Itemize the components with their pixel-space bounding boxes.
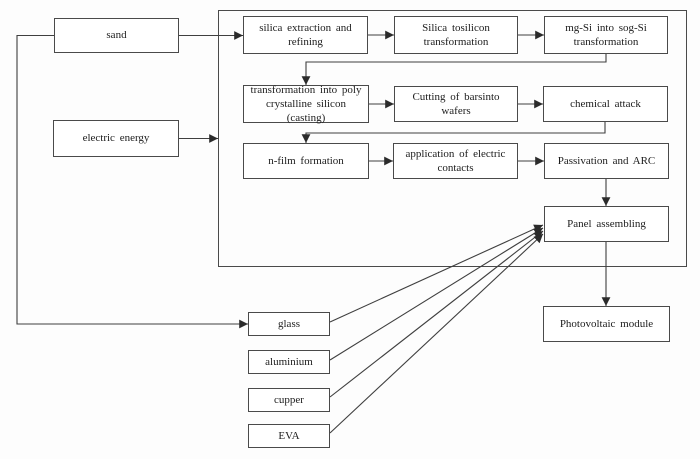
edge-eva-to-panel bbox=[329, 233, 544, 434]
node-sand: sand bbox=[54, 18, 179, 53]
node-silica-to-silicon: Silica tosilicon transformation bbox=[394, 16, 518, 54]
edge-aluminium-to-panel bbox=[329, 227, 544, 361]
node-glass: glass bbox=[248, 312, 330, 336]
node-silica-extraction: silica extraction and refining bbox=[243, 16, 368, 54]
edge-chemical-to-nfilm bbox=[301, 122, 606, 144]
node-chemical-attack: chemical attack bbox=[543, 86, 668, 122]
node-eva: EVA bbox=[248, 424, 330, 448]
edge-mgsi-to-casting bbox=[301, 54, 607, 85]
node-cupper: cupper bbox=[248, 388, 330, 412]
node-n-film: n-film formation bbox=[243, 143, 369, 179]
node-panel-assembling: Panel assembling bbox=[544, 206, 669, 242]
node-mg-si: mg-Si into sog-Si transformation bbox=[544, 16, 668, 54]
edge-glass-to-panel bbox=[329, 224, 544, 323]
edge-sand-to-glass bbox=[16, 34, 249, 329]
node-aluminium: aluminium bbox=[248, 350, 330, 374]
edge-cupper-to-panel bbox=[329, 230, 544, 398]
node-photovoltaic-module: Photovoltaic module bbox=[543, 306, 670, 342]
node-poly-casting: transformation into poly crystalline sil… bbox=[243, 84, 369, 124]
node-electric-energy: electric energy bbox=[53, 120, 179, 157]
node-passivation: Passivation and ARC bbox=[544, 143, 669, 179]
node-electric-contacts: application of electric contacts bbox=[393, 143, 518, 179]
node-cutting-wafers: Cutting of barsinto wafers bbox=[394, 86, 518, 122]
